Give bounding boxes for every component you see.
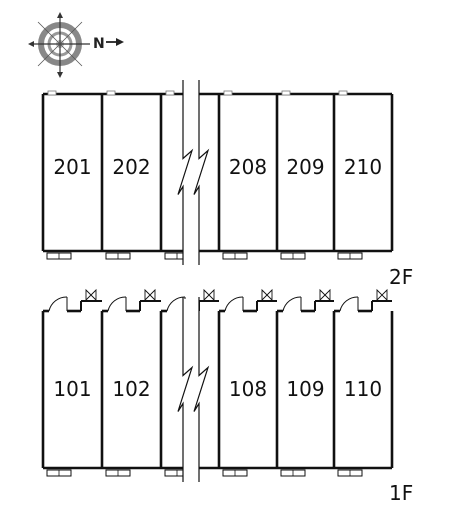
unit-number-110: 110: [344, 377, 382, 401]
floor-label-2f: 2F: [389, 265, 413, 289]
unit-number-102: 102: [112, 377, 150, 401]
unit-number-201: 201: [53, 155, 91, 179]
meter-icon: [261, 288, 273, 302]
break-line-icon: [193, 80, 210, 265]
vent-icon: [47, 90, 57, 96]
unit-number-202: 202: [112, 155, 150, 179]
door-swing-icon: [107, 296, 127, 312]
meter-icon: [319, 288, 331, 302]
floor-label-1f: 1F: [389, 481, 413, 505]
meter-icon: [203, 288, 215, 302]
unit-number-208: 208: [229, 155, 267, 179]
meter-icon: [144, 288, 156, 302]
door-swing-icon: [48, 296, 68, 312]
unit-number-101: 101: [53, 377, 91, 401]
unit-number-108: 108: [229, 377, 267, 401]
vent-icon: [223, 90, 233, 96]
compass-rose-icon: N: [28, 12, 124, 78]
vent-icon: [165, 90, 175, 96]
meter-icon: [376, 288, 388, 302]
vent-icon: [281, 90, 291, 96]
floor-1f: 101 102 108 109 110: [41, 288, 394, 482]
door-swing-icon: [224, 296, 244, 312]
floor-2f: 201 202 208 209 210: [41, 80, 394, 265]
vent-icon: [338, 90, 348, 96]
compass-north-label: N: [93, 36, 105, 52]
break-line-icon: [177, 297, 194, 482]
door-swing-icon: [282, 296, 302, 312]
break-line-icon: [193, 297, 210, 482]
break-line-icon: [177, 80, 194, 265]
meter-icon: [85, 288, 97, 302]
unit-number-210: 210: [344, 155, 382, 179]
unit-number-109: 109: [286, 377, 324, 401]
vent-icon: [106, 90, 116, 96]
unit-number-209: 209: [286, 155, 324, 179]
door-swing-icon: [339, 296, 359, 312]
door-swing-icon: [166, 296, 186, 312]
